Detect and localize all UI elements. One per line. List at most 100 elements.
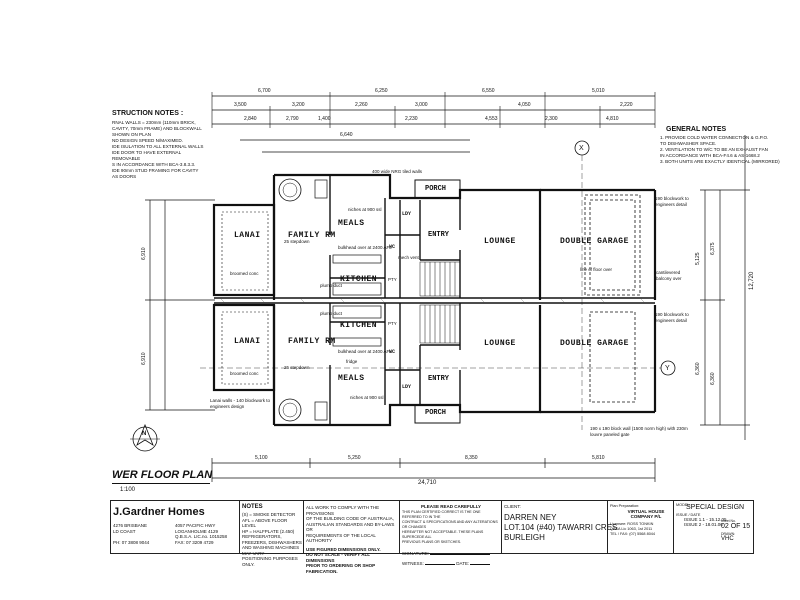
dim-top2-4: 3,000 xyxy=(415,102,428,108)
annotation-lanai-walls: Lanai walls - 140 blockwork to engineers… xyxy=(210,398,271,409)
annotation-niches-bottom: niches at 900 ssl xyxy=(350,395,384,400)
room-entry-top: ENTRY xyxy=(428,231,450,239)
model-label: MODEL: xyxy=(676,503,691,507)
room-lounge-top: LOUNGE xyxy=(484,237,516,246)
dim-top3-4: 6,640 xyxy=(340,132,353,138)
title-block-divider xyxy=(673,501,674,553)
general-notes-body: 1. PROVIDE COLD WATER CONNECTION & G.P.O… xyxy=(660,135,800,165)
company-name: J.Gardner Homes xyxy=(113,506,205,518)
annotation-stepdown-bottom: 25 stepdown xyxy=(284,365,310,370)
construction-note-line: S IN ACCORDANCE WITH BCA-3.8.3.3. xyxy=(112,162,196,167)
client-label: CLIENT: xyxy=(504,504,521,509)
dim-top3-3: 1,400 xyxy=(318,116,331,122)
room-lanai-top: LANAI xyxy=(234,231,261,240)
preparer-line: TEL / FAX: (07) 5568 8044 xyxy=(610,532,656,536)
compliance-line: DO NOT SCALE - VERIFY ALL DIMENSIONS xyxy=(306,552,370,563)
annotation-broomed-conc-bottom: broomed conc xyxy=(230,371,259,376)
dim-top3-1: 2,840 xyxy=(244,116,257,122)
title-block-divider xyxy=(607,501,608,553)
annotation-blockwork-top: 190 blockwork to engineers detail xyxy=(655,196,689,207)
floor-plan-drawing xyxy=(130,92,750,482)
dim-overall-height: 12,720 xyxy=(749,271,755,290)
notes-line: (S) = SMOKE DETECTOR xyxy=(242,512,296,517)
room-lanai-bottom: LANAI xyxy=(234,337,261,346)
dim-top2-3: 2,260 xyxy=(355,102,368,108)
notes-line: AND WASHING MACHINES MAY VARY xyxy=(242,545,300,556)
compliance-line: AUSTRALIAN STANDARDS AND BY-LAWS OR xyxy=(306,521,395,533)
preparer-name: VIRTUAL HOUSE COMPANY P/L xyxy=(627,509,665,519)
preparer-label: Plan Preparation: xyxy=(610,504,640,508)
general-note-line: 3. BOTH UNITS ARE EXACTLY IDENTICAL (MIR… xyxy=(660,159,780,164)
title-block-divider xyxy=(501,501,502,553)
notes-line: POSITIONING PURPOSES ONLY. xyxy=(242,556,298,567)
compliance-line: USE FIGURED DIMENSIONS ONLY. xyxy=(306,546,381,552)
general-note-line: 2. VENTILATION TO W/C TO BE AN EXHAUST F… xyxy=(660,147,768,152)
dim-bottom-3: 8,350 xyxy=(465,455,478,461)
signature-field: SIGNATURE: xyxy=(402,551,500,556)
annotation-plumb-duct-top: plumb duct xyxy=(320,283,343,288)
grid-marker-x: X xyxy=(579,145,584,152)
room-kitchen-top: KITCHEN xyxy=(340,275,378,284)
room-meals-top: MEALS xyxy=(338,219,365,228)
dim-top2-1: 3,500 xyxy=(234,102,247,108)
dim-right-1: 5,125 xyxy=(695,252,701,265)
dim-top3-8: 4,810 xyxy=(606,116,619,122)
dim-left-2: 6,910 xyxy=(141,352,147,365)
room-garage-top: DOUBLE GARAGE xyxy=(560,237,629,246)
title-block-compliance: ALL WORK TO COMPLY WITH THE PROVISIONS O… xyxy=(306,505,396,574)
room-meals-bottom: MEALS xyxy=(338,374,365,383)
title-block-divider xyxy=(399,501,400,553)
company-license: Q.B.S.A. LIC.no. 1015258 xyxy=(175,534,228,539)
title-block-company: J.Gardner Homes 4276 BRISBANE LD COAST P… xyxy=(111,501,239,553)
construction-note-line: AS DOORS xyxy=(112,174,137,179)
title-block-preparer: Plan Preparation: VIRTUAL HOUSE COMPANY … xyxy=(610,504,670,537)
dim-right-4: 6,360 xyxy=(710,372,716,385)
dim-top-3: 6,550 xyxy=(482,88,495,94)
dim-bottom-1: 5,100 xyxy=(255,455,268,461)
general-notes-title: GENERAL NOTES xyxy=(666,126,727,133)
title-block-sheet: sheet No. 02 OF 15 DRAWN: VHC xyxy=(721,519,753,542)
model-value: SPECIAL DESIGN xyxy=(686,504,745,511)
annotation-bulkhead-top: bulkhead over at 2400 AFL xyxy=(338,245,392,250)
construction-notes: STRUCTION NOTES : RNAL WALLS = 230mm (11… xyxy=(112,110,207,180)
construction-note-line: IDE 90mm STUD FRAMING FOR CAVITY xyxy=(112,168,199,173)
sheet-label: sheet No. xyxy=(721,519,736,523)
issue-line: ISSUE 2 - 18.01.06 xyxy=(684,522,723,527)
title-block: J.Gardner Homes 4276 BRISBANE LD COAST P… xyxy=(110,500,754,574)
issue-label: ISSUE / DATE xyxy=(676,513,701,517)
client-lot: LOT.104 (#40) TAWARRI CRES xyxy=(504,523,618,532)
room-ldy-top: LDY xyxy=(402,211,412,217)
company-phone: PH: 07 3808 9044 xyxy=(113,539,150,545)
plan-title: WER FLOOR PLAN xyxy=(112,469,213,481)
annotation-broomed-conc-top: broomed conc xyxy=(230,271,259,276)
annotation-bulkhead-bottom: bulkhead over at 2400 AFL xyxy=(338,349,392,354)
dim-top-4: 5,010 xyxy=(592,88,605,94)
company-address-line: LD COAST xyxy=(113,528,136,534)
general-note-line: TO DISHWASHER SPACE. xyxy=(660,141,717,146)
annotation-blockwork-bottom: 190 blockwork to engineers detail xyxy=(655,312,689,323)
dim-bottom-4: 5,810 xyxy=(592,455,605,461)
title-block-client: CLIENT: DARREN NEY LOT.104 (#40) TAWARRI… xyxy=(504,504,618,542)
dim-right-2: 6,375 xyxy=(710,242,716,255)
notes-line: HP = HALFPLATE (2.450) xyxy=(242,528,295,534)
notes-line: REFRIGERATORS, FREEZERS, DISHWASHERS xyxy=(242,534,302,545)
annotation-gates: 190 x 190 block wall (1500 norm high) wi… xyxy=(590,426,688,437)
title-block-divider xyxy=(239,501,240,553)
construction-note-line: IDE ISULATION TO ALL EXTERNAL WALLS xyxy=(112,144,204,149)
annotation-porch-wall: 400 wide NRG tiled walls xyxy=(372,169,423,174)
construction-notes-body: RNAL WALLS = 230mm (110mm BRICK, CAVITY,… xyxy=(112,120,207,180)
preparer-line: QBSA Lic 1063, 1st 2011 xyxy=(610,527,653,531)
compliance-line: OF THE BUILDING CODE OF AUSTRALIA, xyxy=(306,516,394,521)
annotation-plumb-duct-bottom: plumb duct xyxy=(320,311,343,316)
dim-top3-6: 4,553 xyxy=(485,116,498,122)
construction-note-line: IDE DOOR TO HAVE EXTERNAL REMOVABLE xyxy=(112,150,182,161)
read-carefully-line: CONTRACT & SPECIFICATIONS AND ANY ALTERA… xyxy=(402,520,498,529)
dim-top-2: 6,250 xyxy=(375,88,388,94)
signature-label: SIGNATURE: xyxy=(402,551,430,556)
general-note-line: 1. PROVIDE COLD WATER CONNECTION & G.P.O… xyxy=(660,135,769,140)
construction-note-line: RNAL WALLS = 230mm (110mm BRICK, xyxy=(112,120,196,125)
construction-note-line: SHOWN ON PLAN xyxy=(112,132,152,137)
drawn-by: VHC xyxy=(721,536,734,542)
drawn-label: DRAWN: xyxy=(721,532,736,536)
company-address-left: 4276 BRISBANE LD COAST PH: 07 3808 9044 xyxy=(113,523,149,545)
